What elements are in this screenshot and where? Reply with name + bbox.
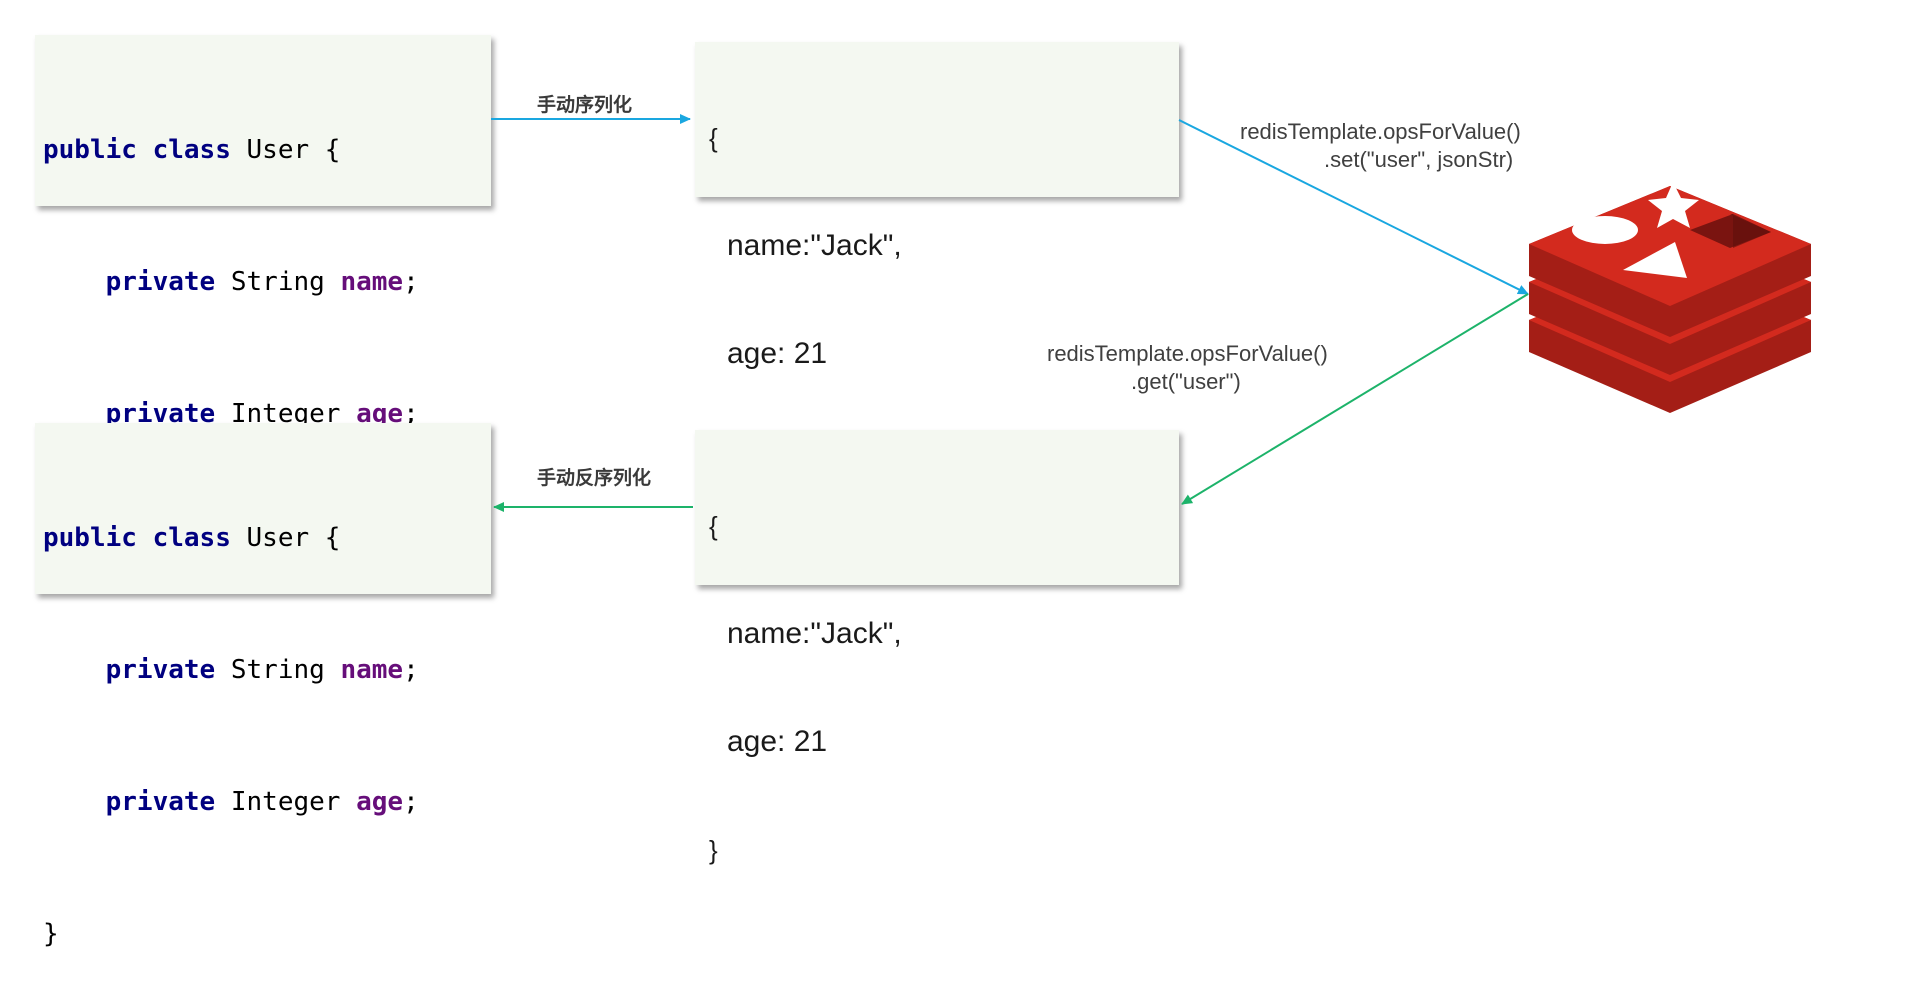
get-operation-label: redisTemplate.opsForValue() .get("user"): [1047, 340, 1328, 396]
code-line: private Integer age;: [105, 787, 419, 817]
redis-icon: [1529, 182, 1811, 413]
get-operation-line2: .get("user"): [1131, 369, 1241, 394]
json-open-brace: {: [709, 511, 718, 541]
get-operation-line1: redisTemplate.opsForValue(): [1047, 341, 1328, 366]
get-arrow: [1181, 293, 1529, 505]
json-box-top: { name:"Jack", age: 21 }: [695, 42, 1179, 477]
user-class-box-top: public class User { private String name;…: [35, 35, 491, 561]
json-age-line: age: 21: [727, 725, 828, 758]
json-close-brace: }: [709, 835, 718, 865]
code-line: public class User {: [43, 135, 341, 165]
json-age-line: age: 21: [727, 337, 828, 370]
set-operation-label: redisTemplate.opsForValue() .set("user",…: [1240, 118, 1521, 174]
json-name-line: name:"Jack",: [727, 617, 902, 650]
json-name-line: name:"Jack",: [727, 229, 902, 262]
set-operation-line2: .set("user", jsonStr): [1324, 147, 1514, 172]
code-line: public class User {: [43, 523, 341, 553]
set-operation-line1: redisTemplate.opsForValue(): [1240, 119, 1521, 144]
json-open-brace: {: [709, 123, 718, 153]
set-arrow: [1178, 119, 1529, 295]
deserialize-label: 手动反序列化: [537, 467, 652, 489]
serialize-label: 手动序列化: [537, 94, 633, 116]
code-line: }: [43, 919, 59, 949]
code-line: private String name;: [105, 267, 419, 297]
code-line: private String name;: [105, 655, 419, 685]
arrows-layer: [491, 114, 1529, 512]
